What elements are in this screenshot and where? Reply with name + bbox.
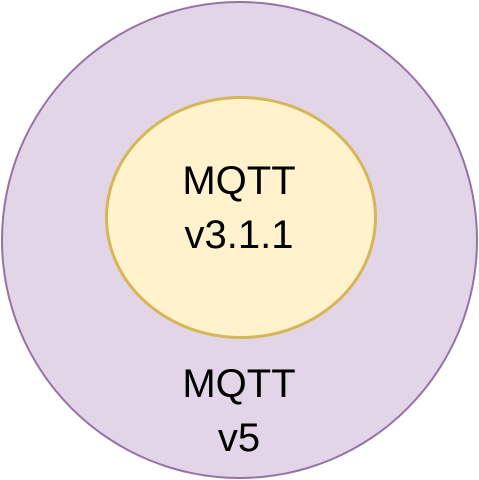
mqtt-v5-label: MQTT v5	[119, 357, 359, 465]
mqtt-v311-circle	[105, 96, 377, 339]
mqtt-v311-label-line2: v3.1.1	[184, 213, 294, 257]
mqtt-v311-label: MQTT v3.1.1	[119, 154, 359, 262]
mqtt-v5-label-line1: MQTT	[182, 362, 296, 406]
mqtt-v5-label-line2: v5	[217, 416, 261, 460]
mqtt-v311-label-line1: MQTT	[182, 159, 296, 203]
